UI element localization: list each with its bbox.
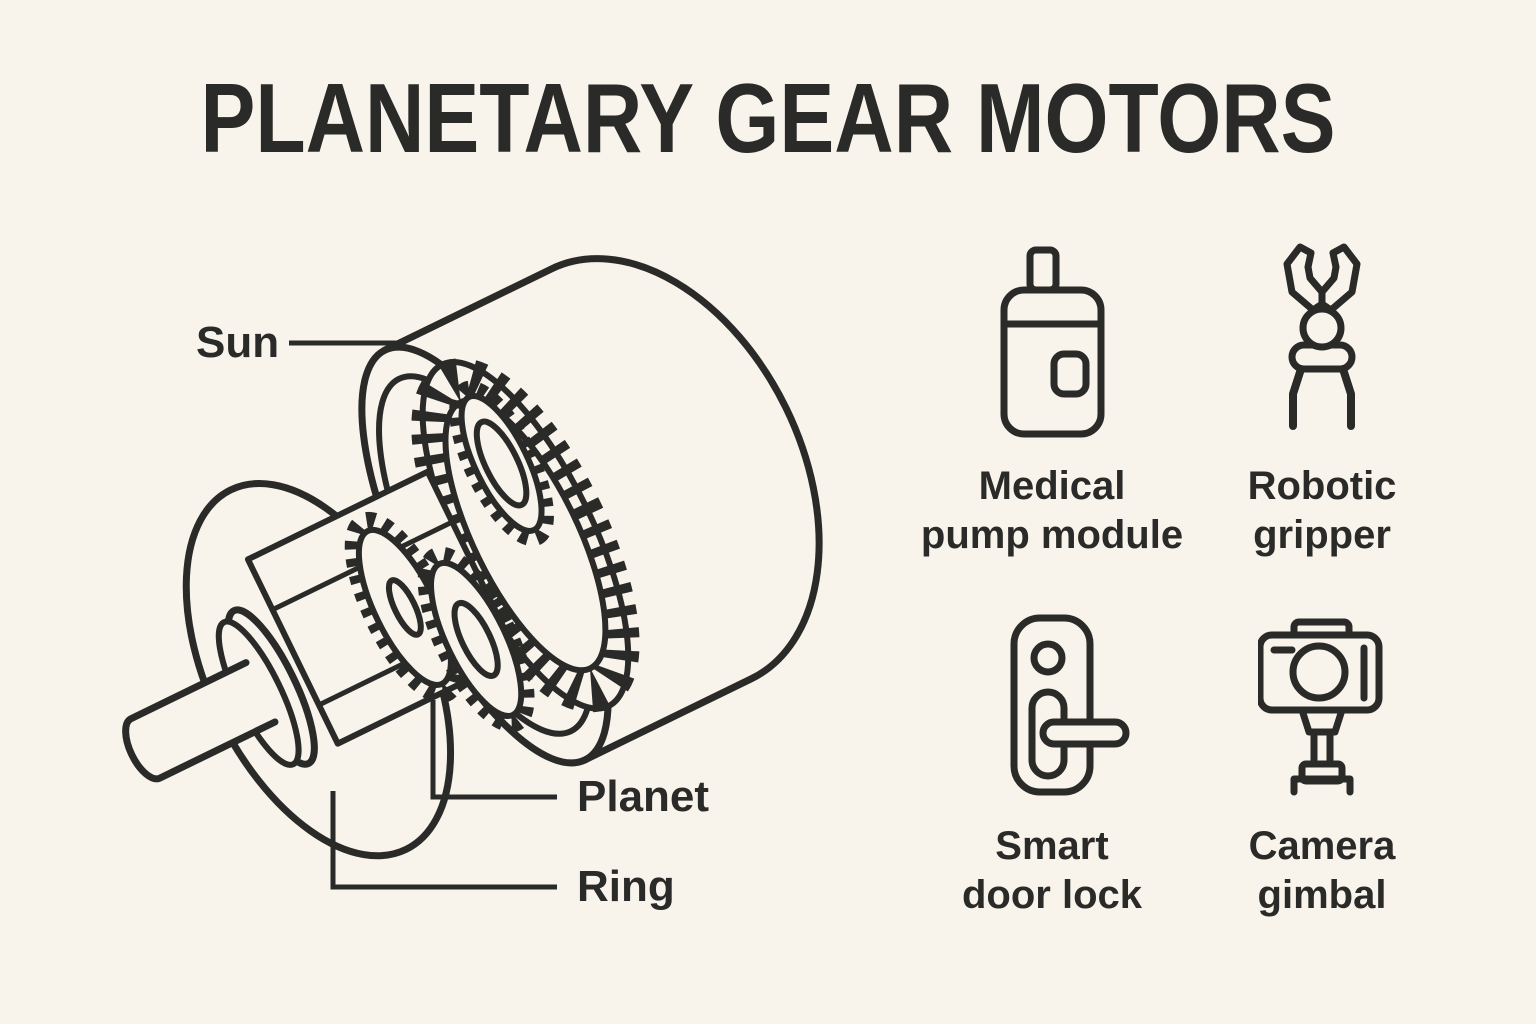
label-planet: Planet — [577, 772, 710, 821]
leader-lines — [289, 340, 557, 890]
motor-body — [122, 255, 823, 860]
application-label-line1: Camera — [1248, 824, 1396, 868]
smart-door-lock-icon — [1010, 614, 1130, 796]
application-label: Camera gimbal — [1249, 822, 1396, 920]
application-label-line2: gripper — [1253, 513, 1391, 557]
application-card-camera-gimbal: Camera gimbal — [1192, 612, 1452, 920]
application-card-smart-door-lock: Smart door lock — [922, 612, 1182, 920]
application-label: Medical pump module — [921, 462, 1183, 560]
page-title: PLANETARY GEAR MOTORS — [201, 63, 1336, 173]
application-label-line1: Smart — [995, 824, 1109, 868]
robotic-gripper-icon — [1283, 243, 1361, 430]
application-label-line2: pump module — [920, 513, 1184, 557]
application-label: Robotic gripper — [1248, 462, 1397, 560]
output-shaft — [122, 659, 279, 783]
medical-pump-icon — [1000, 246, 1104, 438]
page-title-area: PLANETARY GEAR MOTORS — [201, 63, 1336, 173]
application-card-robotic-gripper: Robotic gripper — [1192, 240, 1452, 560]
planet-gear-bottom — [417, 546, 535, 733]
application-label-line1: Robotic — [1247, 464, 1397, 508]
camera-gimbal-icon — [1257, 618, 1382, 796]
application-label-line2: gimbal — [1257, 873, 1387, 917]
planet-leader-line — [430, 700, 557, 800]
label-sun: Sun — [196, 318, 280, 367]
planet-gear-top — [449, 380, 554, 547]
application-label-line1: Medical — [978, 464, 1126, 508]
ring-leader-line — [330, 791, 557, 890]
label-ring: Ring — [577, 862, 675, 911]
application-label-line2: door lock — [961, 873, 1143, 917]
application-label: Smart door lock — [962, 822, 1142, 920]
application-card-medical-pump: Medical pump module — [921, 240, 1183, 560]
